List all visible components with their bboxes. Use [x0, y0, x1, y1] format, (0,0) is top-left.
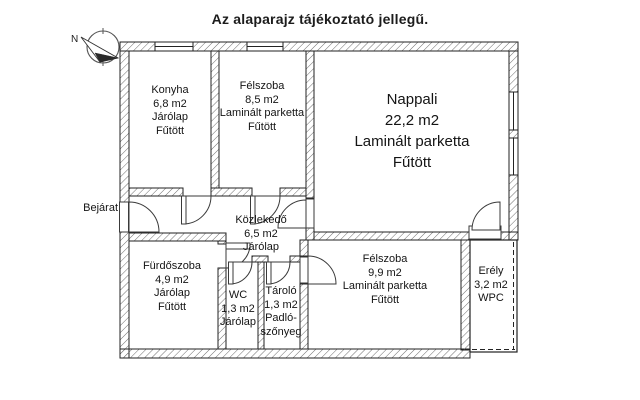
room-heating: Fűtött	[247, 120, 277, 133]
window-felszoba	[246, 41, 284, 52]
room-name: Félszoba	[239, 80, 285, 92]
page-title: Az alaparajz tájékoztató jellegű.	[211, 11, 429, 27]
room-label-nappali: Nappali 22,2 m2 Laminált parketta Fűtött	[322, 89, 502, 173]
room-floor: Laminált parketta	[342, 280, 428, 292]
room-floor: Laminált parketta	[354, 133, 470, 150]
room-name: WC	[228, 289, 248, 301]
room-label-felszoba-nagy: Félszoba 9,9 m2 Laminált parketta Fűtött	[297, 253, 473, 307]
room-name: Közlekedő	[235, 214, 287, 226]
balcony-outline	[469, 239, 518, 353]
door-felszoba-kis	[250, 195, 281, 225]
windows	[154, 41, 519, 176]
room-area: 8,5 m2	[245, 93, 279, 106]
entrance-label: Bejárat	[83, 202, 118, 214]
door-tarolo	[266, 261, 291, 285]
door-nappali	[277, 198, 315, 229]
room-heating: Fűtött	[157, 300, 187, 313]
room-area: 3,2 m2	[474, 278, 508, 291]
room-floor: Járólap	[151, 111, 189, 123]
room-name: Nappali	[386, 91, 438, 108]
window-nappali-1	[508, 91, 519, 131]
door-wc	[228, 261, 253, 285]
room-heating: Fűtött	[155, 124, 185, 137]
room-label-erely: Erély 3,2 m2 WPC	[463, 265, 519, 306]
room-area: 6,5 m2	[244, 227, 278, 240]
door-konyha	[181, 195, 212, 225]
room-floor: Járólap	[153, 287, 191, 299]
room-floor: Járólap	[242, 241, 280, 253]
walls	[119, 41, 519, 359]
room-label-kozlekedo: Közlekedő 6,5 m2 Járólap	[213, 214, 309, 255]
room-area: 6,8 m2	[153, 97, 187, 110]
room-heating: Fűtött	[370, 293, 400, 306]
door-balcony	[468, 201, 502, 240]
room-floor: Járólap	[219, 316, 257, 328]
room-floor: Laminált parketta	[219, 107, 305, 119]
compass-north-label: N	[71, 34, 78, 45]
room-floor-line1: Padló-	[265, 312, 297, 324]
room-area: 4,9 m2	[155, 273, 189, 286]
room-floor-line2: szőnyeg	[260, 325, 302, 338]
room-label-wc: WC 1,3 m2 Járólap	[215, 289, 261, 330]
doors	[119, 195, 502, 285]
room-label-felszoba-kis: Félszoba 8,5 m2 Laminált parketta Fűtött	[214, 80, 310, 134]
room-area: 1,3 m2	[264, 298, 298, 311]
room-area: 9,9 m2	[368, 266, 402, 279]
compass-icon: N	[71, 28, 120, 66]
room-area: 1,3 m2	[221, 302, 255, 315]
room-area: 22,2 m2	[384, 112, 440, 129]
door-entrance	[119, 201, 160, 233]
room-name: Félszoba	[362, 253, 408, 265]
window-nappali-2	[508, 137, 519, 176]
room-name: Tároló	[265, 285, 297, 297]
room-label-tarolo: Tároló 1,3 m2 Padló- szőnyeg	[258, 285, 304, 339]
room-floor: WPC	[478, 292, 504, 304]
door-felszoba-nagy	[299, 255, 337, 285]
room-heating: Fűtött	[392, 154, 432, 171]
room-name: Erély	[478, 265, 504, 277]
window-konyha	[154, 41, 194, 52]
room-name: Fürdőszoba	[142, 260, 202, 272]
room-name: Konyha	[151, 84, 189, 96]
room-label-konyha: Konyha 6,8 m2 Járólap Fűtött	[122, 84, 218, 138]
room-label-furdoszoba: Fürdőszoba 4,9 m2 Járólap Fűtött	[126, 260, 218, 314]
